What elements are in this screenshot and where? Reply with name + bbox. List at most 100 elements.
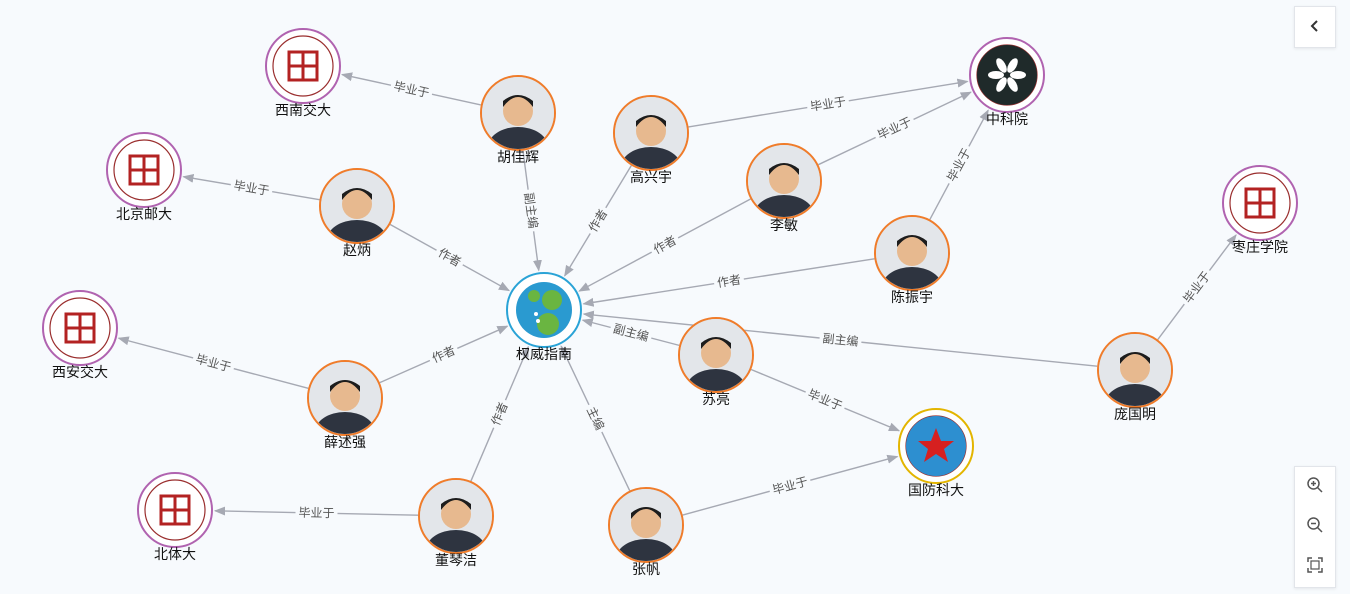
node-person[interactable]: 庞国明 [1097,332,1173,424]
edge: 毕业于 [688,78,969,128]
edge-label: 毕业于 [875,114,914,142]
university-seal-icon [265,28,341,104]
node-center[interactable]: 权威指南 [506,272,582,363]
node-person[interactable]: 董琴洁 [418,478,494,570]
node-person[interactable]: 高兴宇 [613,95,689,187]
node-school[interactable]: 枣庄学院 [1222,165,1298,256]
edge-label-group: 毕业于 [191,350,236,377]
node-label: 北体大 [154,547,196,563]
edge-label-group: 作者 [426,341,461,368]
university-seal-icon [42,290,118,366]
node-label: 张帆 [632,562,660,578]
edge-label: 副主编 [822,330,859,349]
node-person[interactable]: 赵炳 [319,168,395,260]
node-label: 苏亮 [702,391,730,408]
edge-label-group: 毕业于 [767,472,813,500]
edge: 毕业于 [340,72,482,106]
person-photo-icon [1097,332,1173,408]
node-person[interactable]: 张帆 [608,487,684,579]
zoom-out-icon [1306,516,1324,538]
person-photo-icon [613,95,689,171]
university-seal-icon [1222,165,1298,241]
person-photo-icon [307,360,383,436]
node-label: 西安交大 [52,364,108,381]
person-photo-icon [319,168,395,244]
edge-label-group: 毕业于 [389,77,434,103]
node-label: 陈振宇 [891,289,933,306]
node-person[interactable]: 陈振宇 [874,215,950,307]
edge: 毕业于 [750,368,901,432]
edge-label-group: 作者 [712,271,746,292]
node-person[interactable]: 胡佳辉 [480,75,556,167]
node-label: 权威指南 [516,347,572,363]
edge-label-group: 副主编 [520,188,542,233]
edge-label-group: 毕业于 [872,112,917,145]
node-school[interactable]: 北京邮大 [106,132,182,223]
edge: 毕业于 [213,504,419,522]
edge: 毕业于 [682,454,899,516]
edge-label-group: 副主编 [818,330,863,351]
zoom-out-button[interactable] [1299,511,1331,543]
node-person[interactable]: 薛述强 [307,360,383,452]
edge: 毕业于 [929,109,989,220]
edge: 副主编 [582,310,1098,367]
node-school[interactable]: 西南交大 [265,28,341,119]
node-school[interactable]: 中科院 [969,37,1045,128]
edge-label: 副主编 [522,192,542,230]
zoom-in-icon [1306,476,1324,498]
university-seal-icon [137,472,213,548]
edge-label: 毕业于 [233,178,271,198]
person-photo-icon [608,487,684,563]
node-label: 胡佳辉 [497,150,539,166]
node-person[interactable]: 李敏 [746,143,822,235]
edge-label-group: 作者 [486,396,513,431]
edge: 毕业于 [117,336,309,389]
edge-label-group: 作者 [432,243,467,272]
edge: 作者 [389,223,511,292]
book-logo-icon [506,272,582,348]
edge: 作者 [470,345,529,482]
node-label: 中科院 [986,112,1028,128]
zoom-in-button[interactable] [1299,471,1331,503]
edge-label: 毕业于 [809,94,847,114]
edge: 作者 [582,258,875,307]
node-label: 李敏 [770,218,798,234]
edge-label-group: 毕业于 [1177,265,1216,309]
university-seal-icon [106,132,182,208]
edges-layer: 毕业于副主编毕业于作者毕业于作者毕业于作者毕业于作者毕业于副主编副主编毕业于毕业… [117,72,1237,522]
person-photo-icon [418,478,494,554]
node-person[interactable]: 苏亮 [678,317,754,409]
node-school[interactable]: 西安交大 [42,290,118,381]
collapse-panel-button[interactable] [1294,6,1336,48]
node-label: 庞国明 [1114,407,1156,423]
person-photo-icon [874,215,950,291]
zoom-controls [1294,466,1336,588]
edge: 主编 [560,345,631,491]
node-label: 高兴宇 [630,169,672,186]
edge-label: 作者 [716,273,742,291]
node-label: 赵炳 [343,243,371,259]
edge-label-group: 毕业于 [229,176,274,200]
edge: 作者 [379,325,509,384]
node-label: 西南交大 [275,102,331,119]
fit-screen-icon [1306,556,1324,578]
military-emblem-icon [898,408,974,484]
edge-label-group: 作者 [647,230,682,260]
edge-label: 毕业于 [944,146,973,184]
edge-label: 毕业于 [806,387,845,414]
edge: 作者 [564,165,632,277]
person-photo-icon [746,143,822,219]
edge-label-group: 副主编 [608,319,654,346]
person-photo-icon [678,317,754,393]
edge-label-group: 主编 [581,401,610,436]
node-label: 董琴洁 [435,553,477,569]
node-school[interactable]: 国防科大 [898,408,974,499]
edge-label-group: 作者 [583,203,613,238]
fit-screen-button[interactable] [1299,551,1331,583]
edge-label-group: 毕业于 [802,384,848,416]
edge-label-group: 毕业于 [295,504,338,522]
edge-label-group: 毕业于 [805,92,851,116]
node-school[interactable]: 北体大 [137,472,213,563]
person-photo-icon [480,75,556,151]
